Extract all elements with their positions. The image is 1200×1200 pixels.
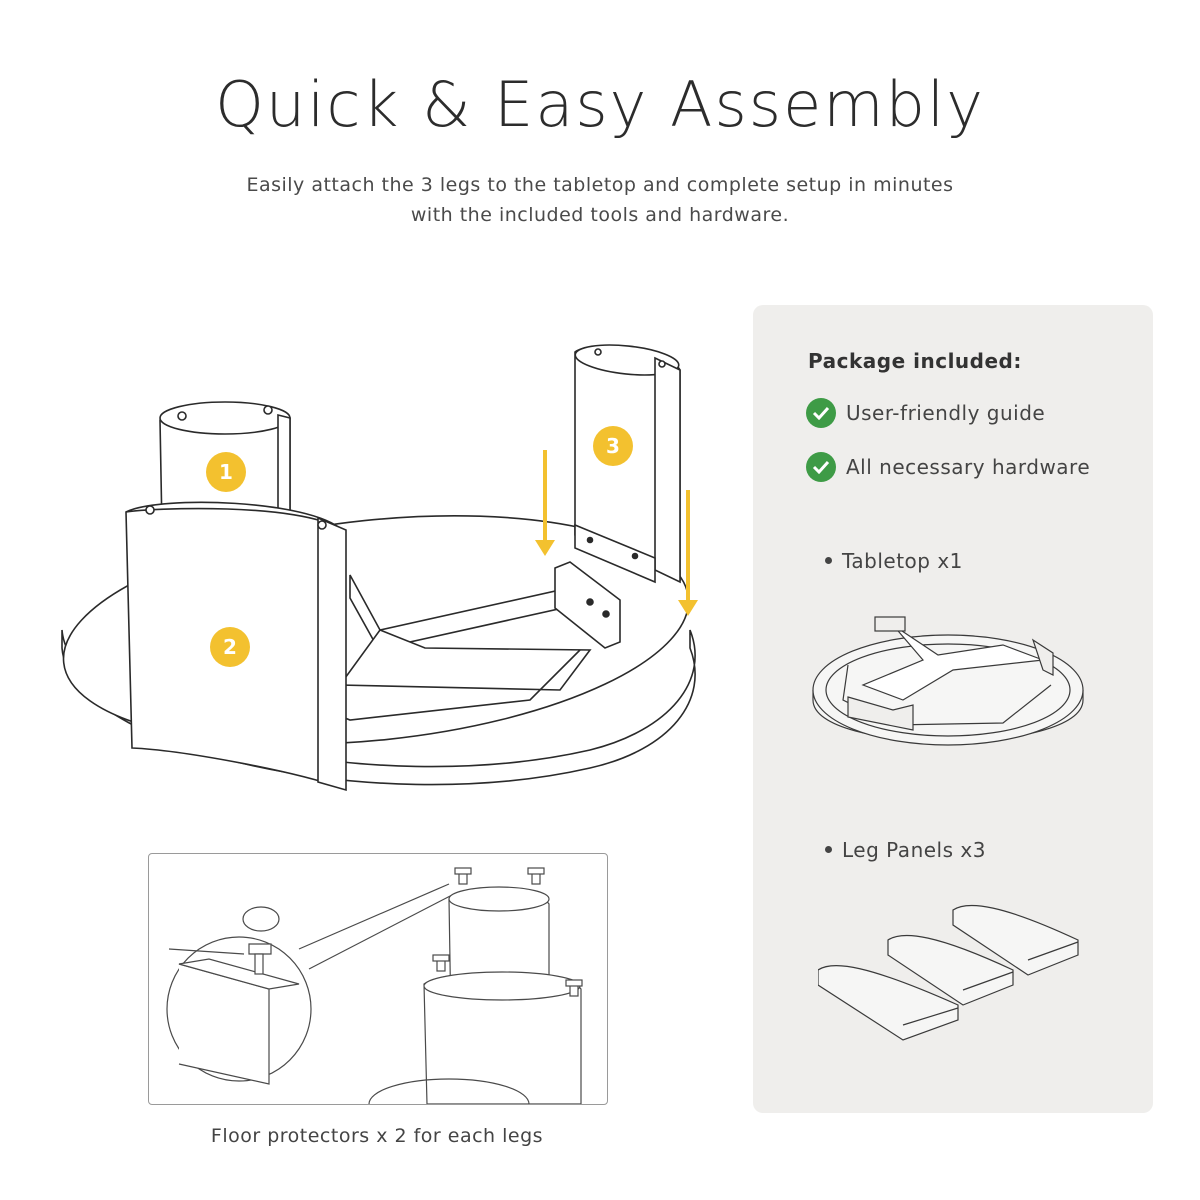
bullet-dot bbox=[825, 557, 832, 564]
bullet-item-tabletop: Tabletop x1 bbox=[825, 549, 963, 573]
step-2-badge bbox=[210, 627, 250, 667]
assembly-illustration: 1 2 3 bbox=[61, 344, 698, 792]
step-3-badge bbox=[593, 426, 633, 466]
floor-protector-illustration bbox=[166, 867, 583, 1104]
step-1-badge bbox=[206, 452, 246, 492]
package-panel: Package included: User-friendly guide Al… bbox=[753, 305, 1153, 1113]
bullet-label-legs: Leg Panels x3 bbox=[842, 838, 986, 862]
bullet-item-legs: Leg Panels x3 bbox=[825, 838, 986, 862]
check-label-guide: User-friendly guide bbox=[846, 401, 1046, 425]
subtitle-line-2: with the included tools and hardware. bbox=[410, 204, 790, 226]
check-circle-icon bbox=[806, 452, 836, 482]
check-circle-icon bbox=[806, 398, 836, 428]
step-3-label: 3 bbox=[606, 434, 620, 458]
page-title: Quick & Easy Assembly bbox=[215, 68, 985, 141]
bullet-label-tabletop: Tabletop x1 bbox=[842, 549, 963, 573]
tabletop-illustration bbox=[812, 616, 1084, 746]
floor-protector-detail bbox=[148, 853, 608, 1105]
check-label-hardware: All necessary hardware bbox=[846, 455, 1091, 479]
bullet-dot bbox=[825, 846, 832, 853]
check-item-hardware: All necessary hardware bbox=[806, 451, 1090, 483]
check-item-guide: User-friendly guide bbox=[806, 397, 1045, 429]
package-heading: Package included: bbox=[808, 349, 1022, 373]
leg-panels-illustration bbox=[818, 904, 1079, 1041]
step-2-label: 2 bbox=[223, 635, 237, 659]
floor-protector-caption: Floor protectors x 2 for each legs bbox=[210, 1125, 544, 1147]
page-subtitle: Easily attach the 3 legs to the tabletop… bbox=[200, 170, 1000, 230]
step-1-label: 1 bbox=[219, 460, 233, 484]
subtitle-line-1: Easily attach the 3 legs to the tabletop… bbox=[246, 174, 954, 196]
